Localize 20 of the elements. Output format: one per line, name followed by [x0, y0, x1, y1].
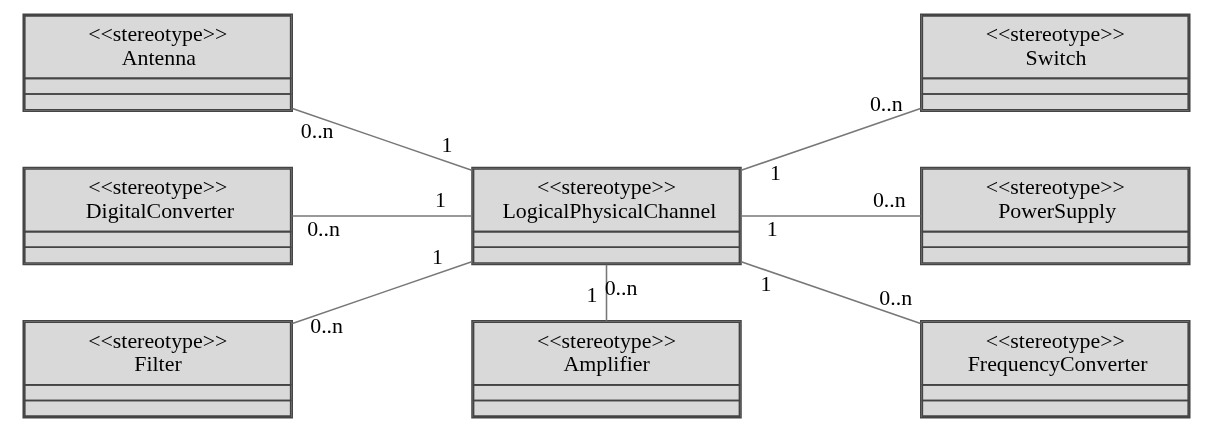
label: 1: [759, 271, 771, 297]
connector: [291, 215, 472, 217]
label: 0..n: [309, 312, 343, 338]
connector: [739, 107, 921, 171]
label: 1: [434, 187, 446, 213]
label: 0..n: [604, 275, 637, 301]
label: 0..n: [300, 118, 334, 144]
label: 1: [431, 243, 443, 269]
label: 0..n: [878, 285, 912, 311]
label: 0..n: [869, 90, 903, 116]
label: 1: [769, 159, 781, 185]
label: 1: [441, 132, 452, 158]
connector: [739, 215, 921, 217]
label: 1: [766, 216, 778, 242]
label: 0..n: [872, 187, 906, 213]
connector: [739, 261, 921, 325]
connector: [291, 261, 472, 325]
connector: [291, 107, 472, 171]
label: 1: [585, 281, 597, 307]
label: 0..n: [306, 216, 340, 242]
